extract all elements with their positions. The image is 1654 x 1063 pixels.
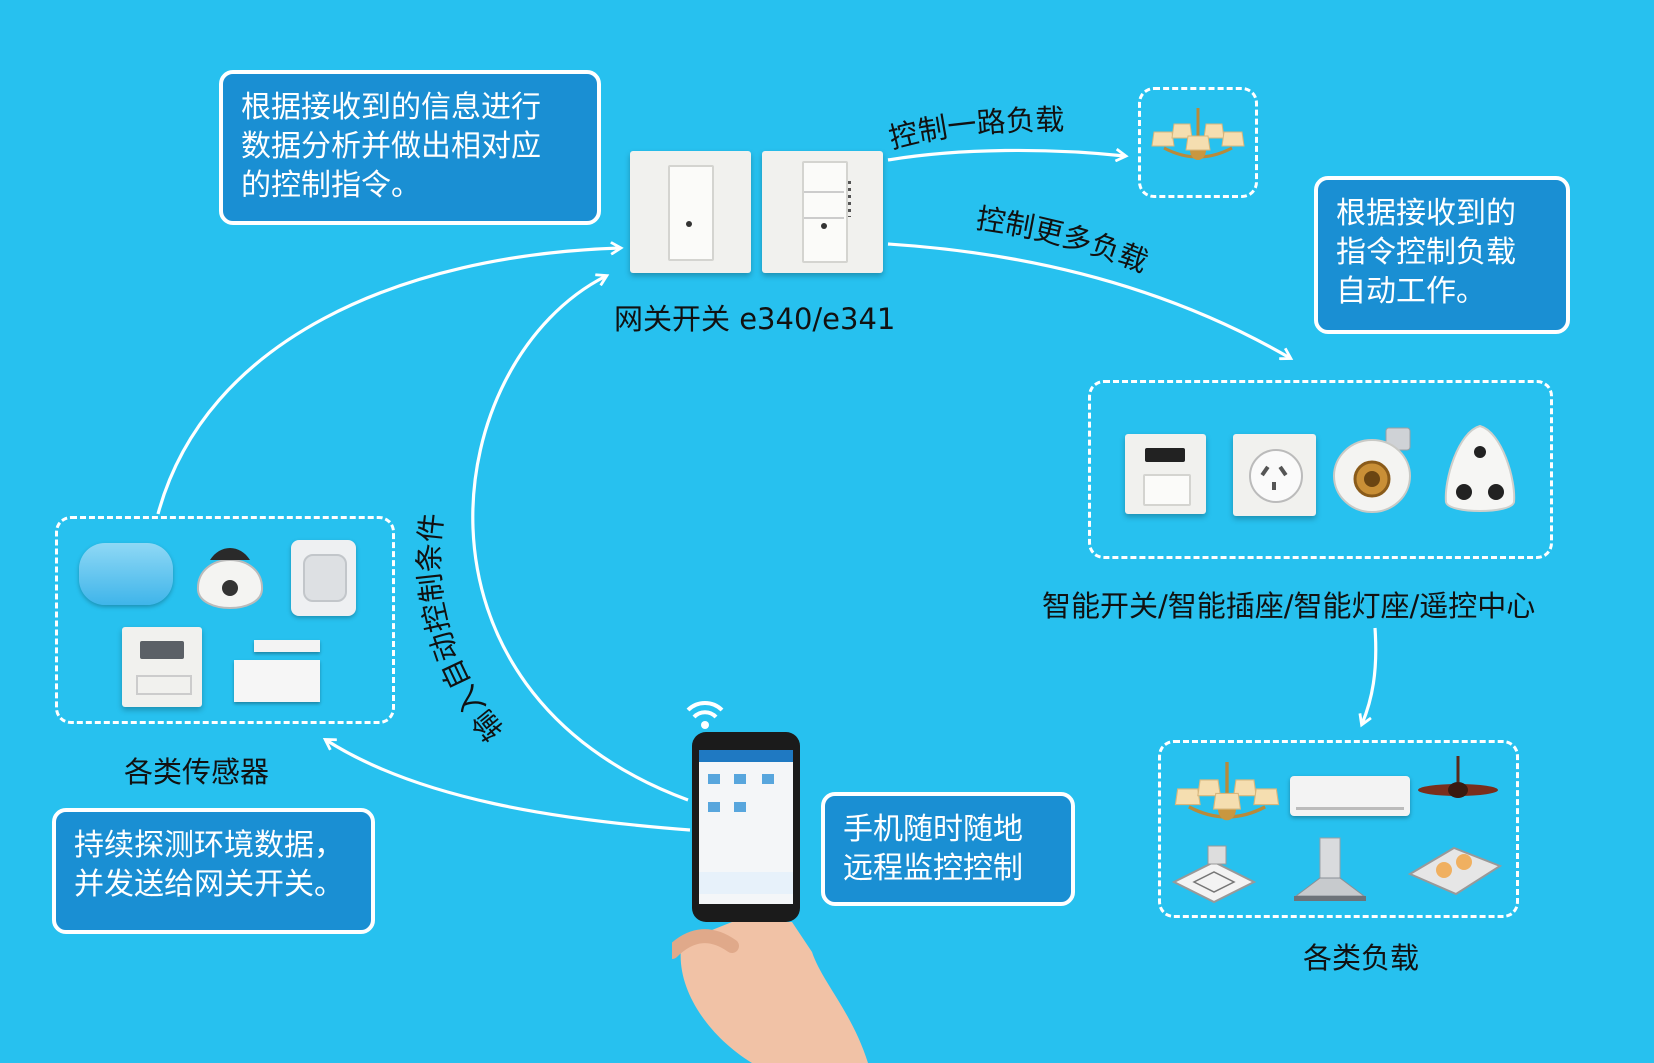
- sensor-logic-box: 持续探测环境数据， 并发送给网关开关。: [52, 808, 375, 934]
- load-chandelier: [1174, 762, 1280, 821]
- arrow-phone-to-sensors: [326, 740, 691, 832]
- load-logic-line-2: 指令控制负载: [1336, 235, 1516, 270]
- chandelier-icon: [1151, 108, 1245, 160]
- phone-logic-line-1: 手机随时随地: [843, 812, 1023, 847]
- loads-frame: [1158, 740, 1519, 918]
- load-ceiling-fan: [1418, 756, 1498, 798]
- sensor-logic-line-1: 持续探测环境数据，: [74, 828, 344, 863]
- load-range-hood: [1294, 837, 1366, 901]
- phone-logic-line-2: 远程监控控制: [843, 851, 1023, 886]
- arrow-smart-devices-to-loads: [1362, 627, 1378, 724]
- arrow-label-more-loads: 控制更多负载: [974, 201, 1153, 279]
- sensor-pir-detector: [291, 540, 356, 616]
- smart-switch-device: [1125, 434, 1206, 514]
- gateway-switch-e341: [762, 151, 883, 273]
- sensors-label: 各类传感器: [124, 755, 270, 789]
- load-logic-line-3: 自动工作。: [1336, 274, 1486, 309]
- load-exhaust-fan: [1171, 845, 1257, 904]
- arrow-gateway-to-smart-devices: [887, 242, 1290, 358]
- smart-socket-device: [1233, 434, 1316, 516]
- sensor-blue-motion: [79, 543, 173, 605]
- smart-devices-frame: [1088, 380, 1553, 559]
- smartphone-in-hand: [672, 732, 868, 1063]
- arrow-phone-to-gateway: [471, 276, 689, 802]
- load-air-conditioner: [1290, 776, 1410, 816]
- smart-devices-label: 智能开关/智能插座/智能灯座/遥控中心: [1042, 589, 1536, 623]
- gateway-logic-line-1: 根据接收到的信息进行: [241, 90, 541, 125]
- single-load-frame: [1138, 87, 1258, 198]
- gateway-switch-e340: [630, 151, 751, 273]
- sensor-thermostat: [122, 627, 202, 707]
- load-logic-box: 根据接收到的 指令控制负载 自动工作。: [1314, 176, 1570, 334]
- wifi-icon: [686, 700, 724, 729]
- sensor-logic-line-2: 并发送给网关开关。: [74, 867, 344, 902]
- arrow-label-single-load: 控制一路负载: [885, 103, 1064, 156]
- remote-control-center-device: [1444, 424, 1516, 512]
- arrow-sensors-to-gateway: [156, 248, 620, 515]
- load-logic-line-1: 根据接收到的: [1336, 196, 1516, 231]
- gateway-logic-box: 根据接收到的信息进行 数据分析并做出相对应 的控制指令。: [219, 70, 601, 225]
- gateway-label: 网关开关 e340/e341: [614, 302, 896, 336]
- gateway-logic-line-2: 数据分析并做出相对应: [241, 129, 541, 164]
- load-bath-heater: [1407, 846, 1502, 896]
- loads-label: 各类负载: [1303, 941, 1420, 975]
- sensors-frame: [55, 516, 395, 724]
- gateway-logic-line-3: 的控制指令。: [241, 168, 421, 203]
- sensor-smoke-detector: [196, 548, 264, 609]
- smart-lamp-holder-device: [1333, 427, 1411, 513]
- phone-logic-box: 手机随时随地 远程监控控制: [821, 792, 1075, 906]
- sensor-door-contact: [234, 640, 324, 702]
- arrow-gateway-to-chandelier: [887, 150, 1125, 160]
